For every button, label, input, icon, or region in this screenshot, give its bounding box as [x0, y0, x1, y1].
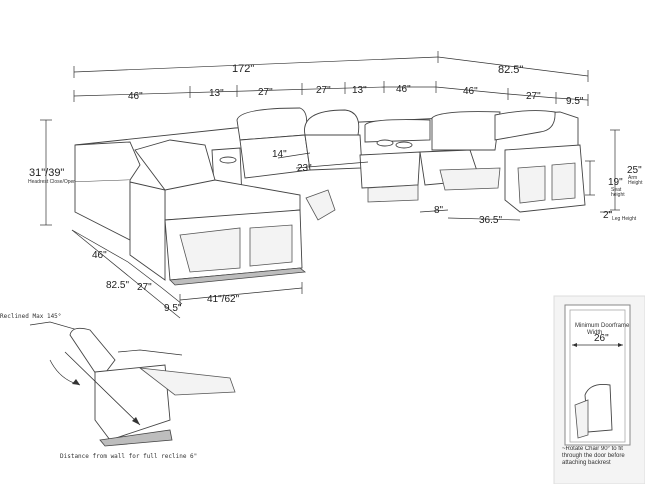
- recline-max-label: Reclined Max 145°: [0, 313, 61, 320]
- left-depth-lines: [71, 229, 303, 319]
- doorframe-note: ~Rotate Chair 90° to fit through the doo…: [562, 446, 625, 466]
- dim-arm-height: 25": [627, 165, 642, 176]
- dim-headrest-height: 31"/39": [29, 167, 64, 179]
- headrest-height-line: [40, 119, 52, 226]
- dim-backrest-seat: 23": [297, 163, 312, 174]
- dim-right-depth: 82.5": [498, 64, 523, 76]
- doorframe-detail: [553, 295, 645, 484]
- recline-distance-label: Distance from wall for full recline 6": [60, 453, 197, 460]
- dim-left-depth: 46": [92, 250, 107, 261]
- dim-console-1: 13": [209, 88, 224, 99]
- dim-corner-width: 46": [396, 84, 411, 95]
- dim-arm-right: 9.5": [566, 96, 584, 107]
- dim-overall-length: 172": [232, 63, 254, 75]
- dim-seat-depth: 14": [272, 149, 287, 160]
- recline-detail: [29, 321, 236, 447]
- headrest-caption: Headrest Close/Open: [28, 179, 76, 185]
- dim-reclined-depth: 41"/62": [207, 294, 240, 305]
- top-dimension-lines: [73, 51, 589, 106]
- inner-dimension-lines: [277, 129, 620, 221]
- dim-left-overall-depth: 82.5": [106, 280, 129, 291]
- dim-seat-a: 27": [258, 87, 273, 98]
- doorframe-width: 26": [594, 333, 609, 344]
- dim-left-arm: 9.5": [164, 303, 182, 314]
- dim-footrest-gap: 8": [434, 205, 444, 216]
- dim-left-seat: 27": [137, 282, 152, 293]
- doorframe-note-box: ~Rotate Chair 90° to fit through the doo…: [562, 446, 625, 466]
- dim-chair-depth-bottom: 36.5": [479, 215, 502, 226]
- dim-leg-height: 2": [603, 210, 613, 221]
- dim-corner-depth: 46": [463, 86, 478, 97]
- dim-right-seat: 27": [526, 91, 541, 102]
- dim-left-section: 46": [128, 91, 143, 102]
- dim-seat-height: 19": [608, 177, 623, 188]
- dim-seat-b: 27": [316, 85, 331, 96]
- leg-height-caption: Leg Height: [612, 216, 637, 222]
- dim-console-2: 13": [352, 85, 367, 96]
- sectional-sofa: [74, 107, 586, 286]
